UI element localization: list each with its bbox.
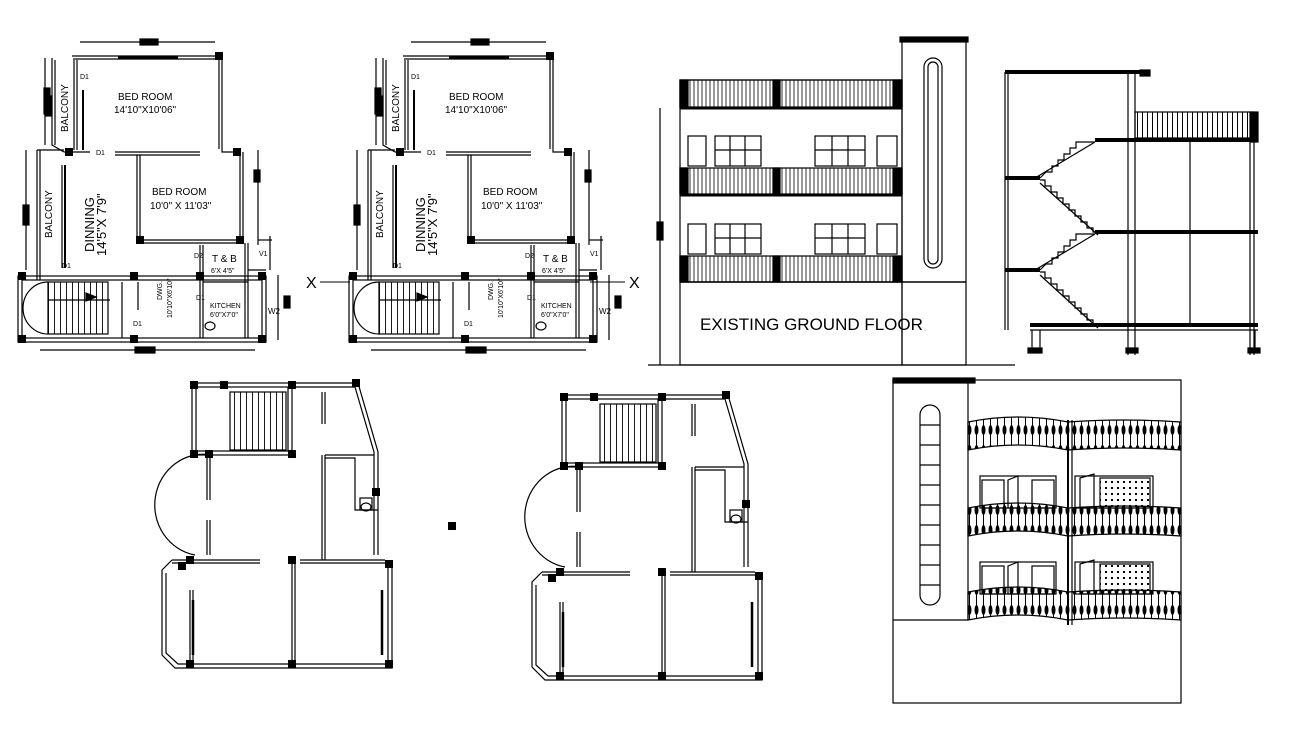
door-d1-b: D1	[427, 150, 436, 157]
door-d1-c: D1	[393, 263, 402, 270]
center-marker	[448, 522, 456, 530]
bedroom1-label: BED ROOM	[449, 92, 503, 103]
door-d1-d: D1	[527, 295, 536, 302]
tb-label: T & B	[212, 254, 237, 265]
dinning-size: 14'5"X 7'9"	[425, 193, 440, 256]
balcony-left-label: BALCONY	[375, 190, 386, 238]
door-d1-a: D1	[80, 74, 89, 81]
tb-label: T & B	[543, 254, 568, 265]
tb-size: 6'X 4'5"	[211, 268, 235, 275]
bedroom2-label: BED ROOM	[152, 187, 206, 198]
dwg-label: DWG.	[488, 281, 495, 300]
tb-size: 6'X 4'5"	[542, 268, 566, 275]
dwg-label: DWG.	[157, 281, 164, 300]
door-d1-a: D1	[411, 74, 420, 81]
door-d1-b: D1	[96, 150, 105, 157]
dinning-size: 14'5"X 7'9"	[94, 193, 109, 256]
section-mark-x: X	[629, 275, 640, 292]
dwg-size: 10'10"X6'10"	[498, 278, 505, 318]
door-d2: D2	[194, 253, 203, 260]
vent-v1: V1	[259, 251, 268, 258]
lower-plan-1	[153, 379, 394, 670]
bedroom1-size: 14'10"X10'06"	[445, 105, 508, 116]
balcony-top-label: BALCONY	[391, 84, 402, 132]
dinning-label: DINNING	[82, 197, 97, 252]
lower-plan-2	[523, 391, 764, 682]
door-d1-e: D1	[464, 321, 473, 328]
kitchen-label: KITCHEN	[210, 303, 241, 310]
kitchen-size: 6'0"X7'0"	[210, 312, 238, 319]
door-d1-d: D1	[196, 295, 205, 302]
kitchen-label: KITCHEN	[541, 303, 572, 310]
window-w2: W2	[599, 307, 612, 316]
door-d2: D2	[525, 253, 534, 260]
floor-plan-2: BED ROOM 14'10"X10'06" BED ROOM 10'0" X …	[347, 37, 640, 355]
vent-v1: V1	[590, 251, 599, 258]
elevation-caption: EXISTING GROUND FLOOR	[700, 315, 923, 334]
section-mark-x: X	[306, 275, 317, 292]
door-d1-e: D1	[133, 321, 142, 328]
bedroom1-size: 14'10"X10'06"	[114, 105, 177, 116]
dwg-size: 10'10"X6'10"	[167, 278, 174, 318]
door-d1-c: D1	[62, 263, 71, 270]
window-w2: W2	[268, 307, 281, 316]
bedroom2-label: BED ROOM	[483, 187, 537, 198]
kitchen-size: 6'0"X7'0"	[541, 312, 569, 319]
bedroom2-size: 10'0" X 11'03"	[481, 201, 543, 212]
bedroom2-size: 10'0" X 11'03"	[150, 201, 212, 212]
dinning-label: DINNING	[413, 197, 428, 252]
side-elevation	[892, 377, 1182, 704]
balcony-left-label: BALCONY	[44, 190, 55, 238]
front-elevation	[648, 36, 1015, 366]
balcony-top-label: BALCONY	[60, 84, 71, 132]
building-section	[1004, 69, 1261, 355]
floor-plan-1: BED ROOM 14'10"X10'06" BED ROOM 10'0" X …	[16, 37, 317, 355]
bedroom1-label: BED ROOM	[118, 92, 172, 103]
